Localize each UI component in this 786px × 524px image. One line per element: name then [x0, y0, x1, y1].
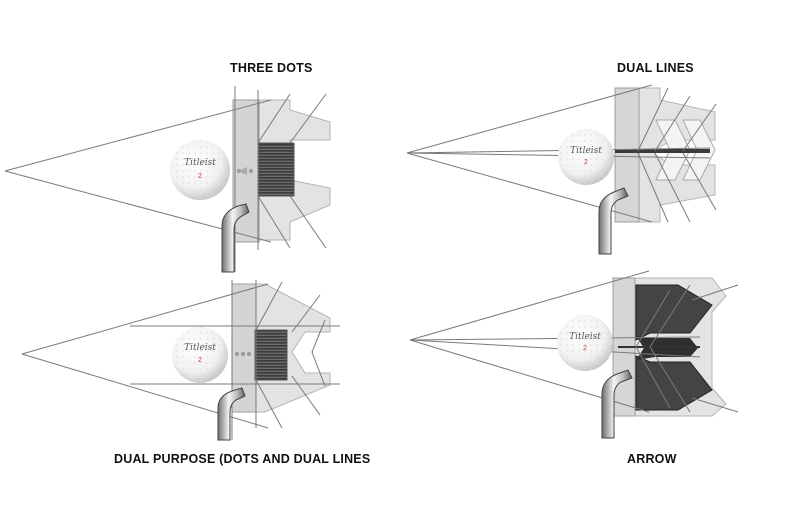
svg-text:Titleist: Titleist — [184, 343, 216, 353]
three-dots-panel: Titleist 2 — [4, 86, 331, 273]
svg-text:2: 2 — [583, 345, 587, 352]
svg-text:Titleist: Titleist — [569, 332, 601, 342]
alignment-dot — [247, 352, 251, 356]
dual-purpose-panel: Titleist 2 — [21, 280, 340, 441]
putter-head — [612, 277, 727, 417]
svg-text:2: 2 — [198, 173, 202, 180]
golf-ball: Titleist 2 — [558, 129, 614, 185]
arrow-panel: Titleist 2 — [409, 270, 739, 439]
putter-shaft — [217, 387, 246, 441]
putter-head — [614, 87, 716, 223]
alignment-dot — [235, 352, 239, 356]
svg-text:2: 2 — [198, 357, 202, 364]
putter-shaft — [601, 369, 633, 439]
alignment-dot — [241, 352, 245, 356]
panel-title-three-dots: THREE DOTS — [230, 61, 313, 75]
svg-text:Titleist: Titleist — [184, 158, 216, 168]
svg-text:2: 2 — [584, 159, 588, 166]
putter-head — [232, 99, 331, 243]
putter-shaft — [598, 187, 629, 255]
golf-ball: Titleist 2 — [172, 327, 228, 383]
panel-title-dual-purpose: DUAL PURPOSE (DOTS AND DUAL LINES — [114, 452, 371, 466]
sight-lines — [4, 86, 327, 272]
putter-shaft — [221, 203, 250, 273]
putter-head — [231, 283, 331, 413]
face-insert — [257, 142, 295, 197]
panel-title-dual-lines: DUAL LINES — [617, 61, 694, 75]
golf-ball: Titleist 2 — [170, 140, 230, 200]
panel-title-arrow: ARROW — [627, 452, 677, 466]
sight-line-pair — [615, 149, 710, 153]
golf-ball: Titleist 2 — [557, 315, 613, 371]
dual-lines-panel: Titleist 2 — [406, 84, 717, 255]
alignment-dot — [249, 169, 253, 173]
svg-text:Titleist: Titleist — [570, 146, 602, 156]
face-insert — [254, 329, 288, 381]
